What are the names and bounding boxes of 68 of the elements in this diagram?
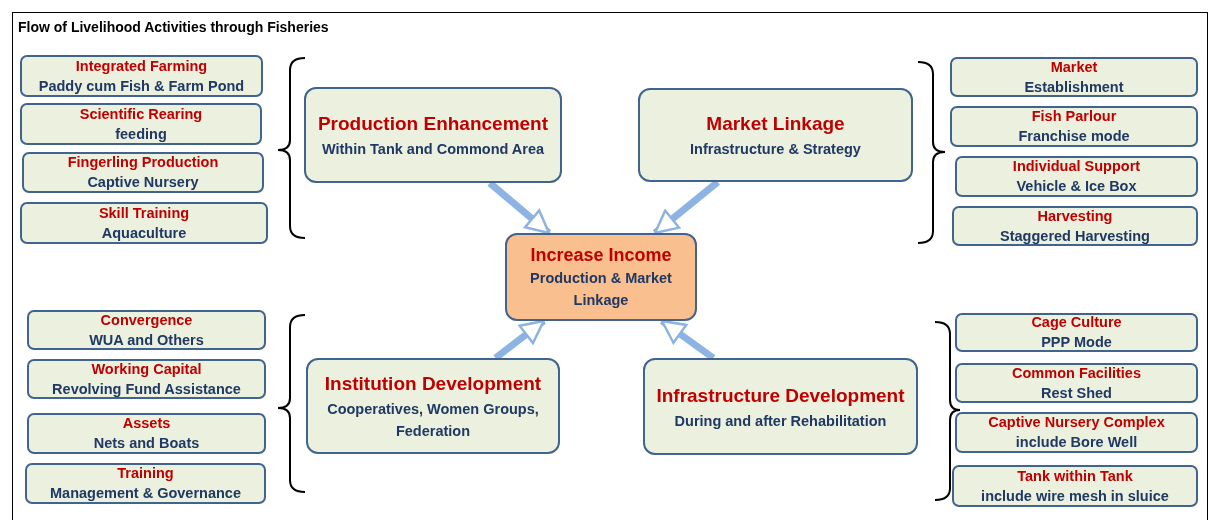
box-text: Rest Shed <box>1041 383 1112 403</box>
box-text: Cooperatives, Women Groups, Federation <box>326 400 540 441</box>
box-text: Aquaculture <box>101 223 187 243</box>
activity-box <box>950 57 1198 97</box>
arrow <box>659 318 716 361</box>
category-box <box>643 358 918 455</box>
activity-box <box>955 313 1198 352</box>
box-heading: Market <box>1050 57 1098 77</box>
category-box <box>638 88 913 182</box>
activity-box <box>25 463 266 504</box>
box-heading: Scientific Rearing <box>79 104 203 124</box>
box-text: Management & Governance <box>50 484 241 503</box>
box-heading: Fingerling Production <box>67 153 219 172</box>
box-text: WUA and Others <box>89 330 204 350</box>
arrow <box>493 318 546 361</box>
box-heading: Tank within Tank <box>1017 466 1133 486</box>
category-box <box>304 87 562 183</box>
box-heading: Cage Culture <box>1031 313 1122 332</box>
box-heading: Skill Training <box>98 203 190 223</box>
box-text: Production & Market Linkage <box>529 269 673 310</box>
goal-box <box>505 233 697 321</box>
box-heading: Individual Support <box>1012 157 1141 176</box>
box-text: feeding <box>115 124 167 144</box>
box-text: Staggered Harvesting <box>1000 226 1150 246</box>
category-box <box>306 358 560 454</box>
activity-box <box>955 156 1198 197</box>
box-heading: Integrated Farming <box>75 56 208 76</box>
activity-box <box>952 465 1198 507</box>
activity-box <box>950 106 1198 147</box>
box-heading: Infrastructure Development <box>656 383 905 408</box>
activity-box <box>20 202 268 244</box>
activity-box <box>22 152 264 193</box>
box-text: Establishment <box>1024 77 1124 97</box>
box-text: include Bore Well <box>1015 433 1138 452</box>
box-text: Infrastructure & Strategy <box>690 140 861 159</box>
activity-box <box>20 55 263 97</box>
box-text: Vehicle & Ice Box <box>1016 177 1137 196</box>
box-heading: Convergence <box>100 310 193 330</box>
activity-box <box>20 103 262 145</box>
box-heading: Fish Parlour <box>1031 107 1117 126</box>
box-text: Captive Nursery <box>87 173 199 192</box>
arrow <box>652 179 720 236</box>
box-text: PPP Mode <box>1041 333 1112 352</box>
box-heading: Common Facilities <box>1012 363 1141 383</box>
activity-box <box>952 206 1198 246</box>
box-heading: Institution Development <box>324 372 542 396</box>
box-text: include wire mesh in sluice <box>981 486 1169 506</box>
box-text: Franchise mode <box>1018 127 1130 146</box>
activity-box <box>27 310 266 350</box>
box-heading: Harvesting <box>1037 206 1113 226</box>
box-text: Paddy cum Fish & Farm Pond <box>38 76 245 96</box>
activity-box <box>955 363 1198 403</box>
box-heading: Increase Income <box>530 244 672 267</box>
diagram-title: Flow of Livelihood Activities through Fisheries <box>18 19 329 35</box>
arrow <box>487 180 552 236</box>
box-heading: Working Capital <box>91 359 202 379</box>
box-heading: Market Linkage <box>706 112 845 136</box>
activity-box <box>955 412 1198 453</box>
box-heading: Production Enhancement <box>317 112 549 136</box>
box-heading: Captive Nursery Complex <box>988 413 1165 432</box>
box-text: During and after Rehabilitation <box>674 411 887 431</box>
activity-box <box>27 359 266 399</box>
activity-box <box>27 413 266 454</box>
box-heading: Assets <box>122 414 171 433</box>
box-text: Revolving Fund Assistance <box>52 379 241 399</box>
box-text: Within Tank and Commond Area <box>321 140 545 159</box>
box-heading: Training <box>117 464 174 483</box>
box-text: Nets and Boats <box>93 434 200 453</box>
